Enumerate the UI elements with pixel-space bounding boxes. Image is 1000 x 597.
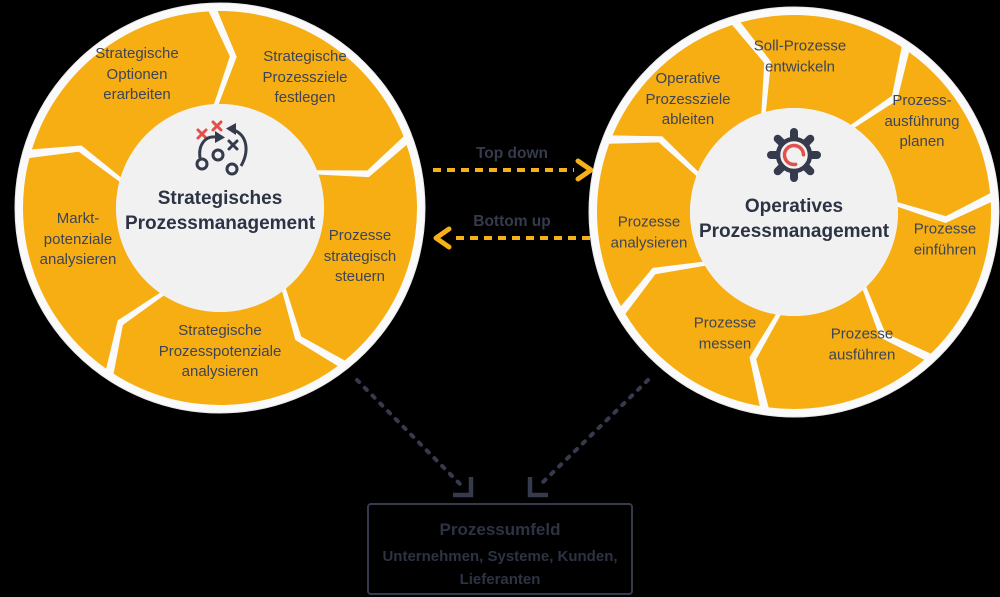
strategic-cycle-center: Strategisches Prozessmanagement: [100, 120, 340, 236]
cycle-segment-label: Prozesse einführen: [913, 220, 977, 258]
process-environment-box: Prozessumfeld Unternehmen, Systeme, Kund…: [367, 503, 633, 595]
cycle-segment-label: Soll-Prozesse entwickeln: [753, 37, 847, 75]
cycle-segment-shape: [113, 291, 338, 406]
cycle-segment-label: Strategische Prozesspotenziale analysier…: [158, 321, 282, 381]
cycle-center-disc: [116, 104, 324, 312]
environment-box-body: Unternehmen, Systeme, Kunden, Lieferante…: [382, 548, 618, 588]
cycle-segment-label: Markt- potenziale analysieren: [39, 209, 117, 269]
cycle-segment-shape: [625, 265, 776, 406]
cycle-segment-shape: [756, 289, 925, 409]
cycle-segment-shape: [866, 202, 992, 354]
gear-icon: [767, 128, 821, 182]
operative-to-environment-arrowhead: [527, 477, 548, 498]
bottom-up-label: Bottom up: [473, 213, 551, 230]
cycle-segment-shape: [23, 151, 160, 369]
cycle-segment-shape: [31, 11, 230, 178]
operative-cycle-center: Operatives Prozessmanagement: [674, 124, 914, 244]
cycle-segment-shape: [612, 24, 765, 172]
cycle-title: Operatives Prozessmanagement: [698, 196, 890, 243]
cycle-segment-shape: [854, 52, 991, 217]
cycle-segment-shape: [740, 14, 902, 125]
operative-cycle: Soll-Prozesse entwickeln Prozess- ausfüh…: [588, 6, 1000, 418]
cycle-segment-label: Strategische Prozessziele festlegen: [262, 47, 348, 107]
bottom-up-arrowhead: [433, 226, 452, 250]
top-down-label: Top down: [475, 145, 549, 162]
cycle-segment-label: Operative Prozessziele ableiten: [645, 69, 731, 129]
cycle-segment-label: Prozesse messen: [693, 314, 757, 352]
strategy-tactics-icon: [195, 120, 248, 176]
cycle-segment-shape: [217, 10, 404, 171]
strategic-to-environment-arrowhead: [453, 477, 474, 498]
strategic-cycle-ring: [14, 2, 426, 414]
cycle-title: Strategisches Prozessmanagement: [124, 188, 316, 235]
cycle-segment-label: Prozesse analysieren: [610, 213, 688, 251]
operative-cycle-ring: [588, 6, 1000, 418]
cycle-segment-shape: [597, 142, 703, 307]
cycle-segment-label: Prozess- ausführung planen: [884, 91, 960, 151]
environment-box-title: Prozessumfeld: [439, 520, 561, 539]
strategic-cycle: Strategische Optionen erarbeiten Strateg…: [14, 2, 426, 414]
cycle-segment-label: Prozesse ausführen: [828, 325, 896, 363]
cycle-segment-label: Strategische Optionen erarbeiten: [95, 44, 179, 104]
cycle-segment-shape: [285, 144, 418, 361]
cycle-segment-label: Prozesse strategisch steuern: [323, 226, 397, 286]
cycle-center-disc: [690, 108, 898, 316]
